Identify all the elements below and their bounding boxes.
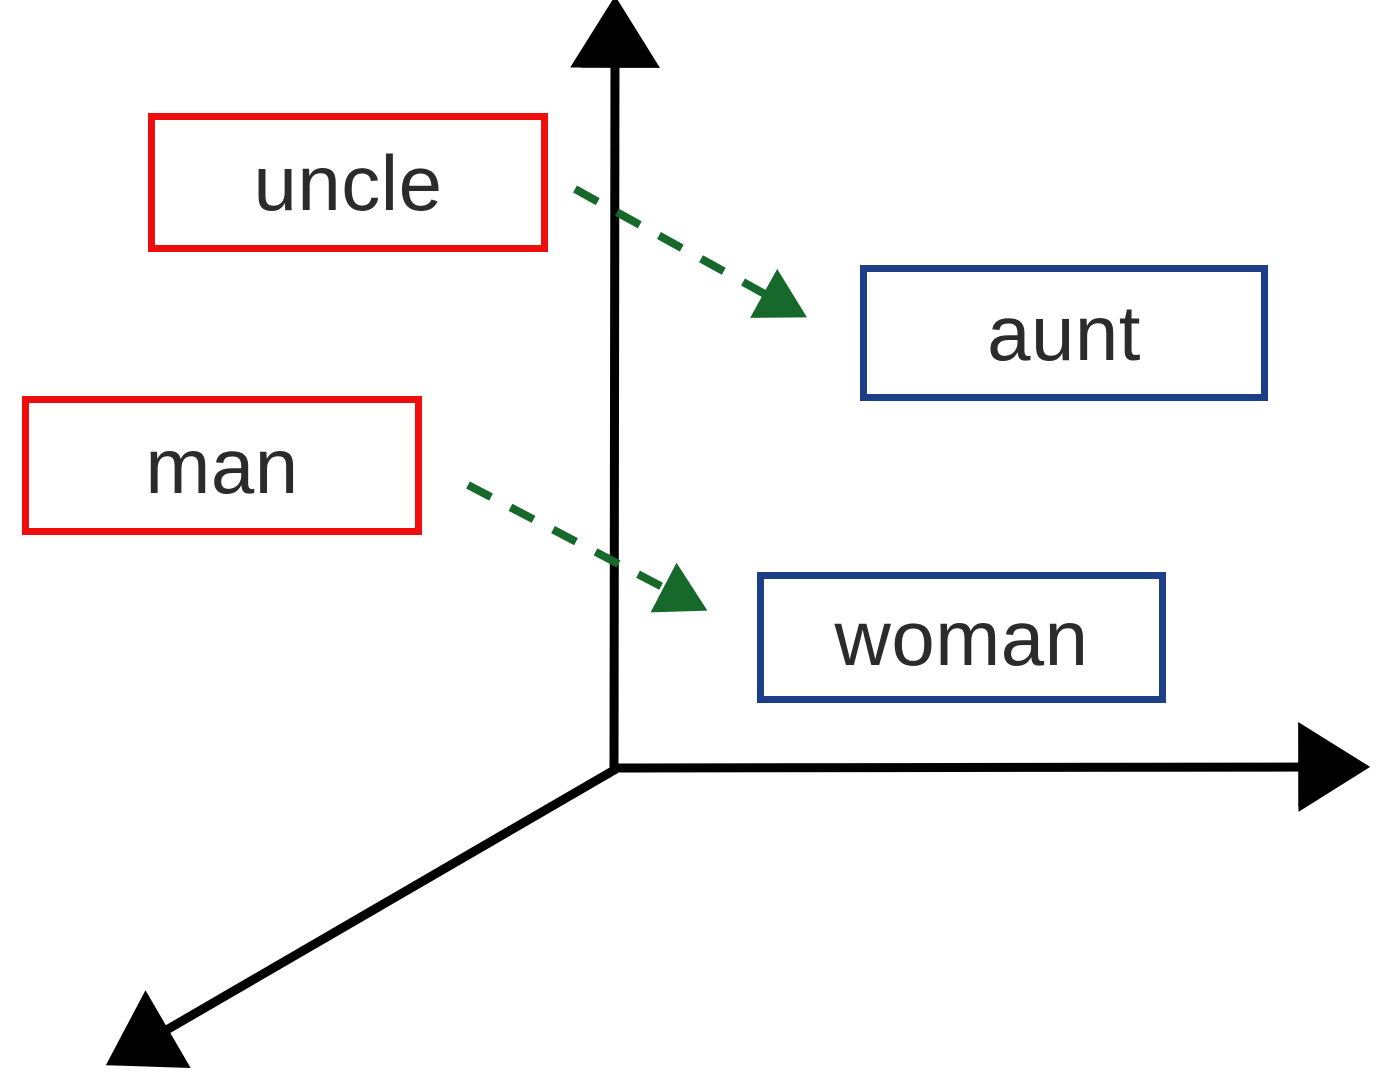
- y-axis-vertical: [569, 0, 660, 773]
- arrow-uncle-to-aunt: [573, 185, 807, 318]
- z-axis-diagonal: [105, 765, 619, 1068]
- word-box-uncle[interactable]: uncle: [148, 113, 548, 252]
- word-box-aunt[interactable]: aunt: [860, 265, 1268, 401]
- word-box-man[interactable]: man: [22, 396, 422, 535]
- word-label-woman: woman: [834, 593, 1089, 682]
- arrow-man-to-woman: [466, 481, 708, 613]
- word-label-man: man: [145, 421, 299, 510]
- word-label-aunt: aunt: [987, 289, 1141, 377]
- x-axis-horizontal: [609, 722, 1371, 813]
- word-label-uncle: uncle: [253, 138, 443, 227]
- word-box-woman[interactable]: woman: [757, 572, 1166, 703]
